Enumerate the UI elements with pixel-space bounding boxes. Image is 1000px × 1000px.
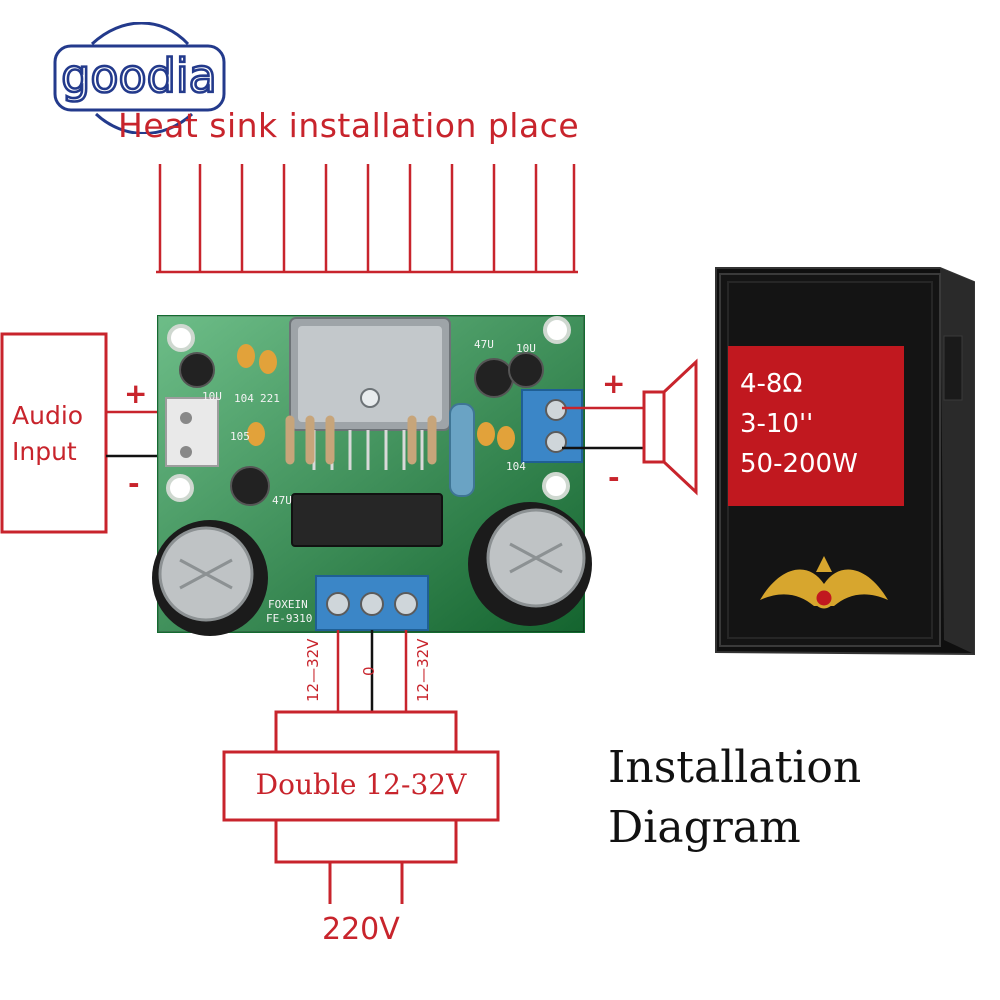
mains-voltage-label: 220V xyxy=(322,912,400,947)
power-label-left: 12—32V xyxy=(304,638,322,702)
audio-input-box xyxy=(0,332,108,534)
amplifier-board xyxy=(152,315,592,636)
audio-minus-sign: - xyxy=(128,467,140,500)
speaker-size: 3-10'' xyxy=(740,409,814,439)
speaker-specs: 4-8Ω 3-10'' 50-200W xyxy=(740,364,858,484)
cap-label-3: 221 xyxy=(260,392,280,405)
power-label-center: 0 xyxy=(360,666,378,676)
cap-label-4: 105 xyxy=(230,430,250,443)
heatsink-label: Heat sink installation place xyxy=(118,106,580,145)
transformer-label: Double 12-32V xyxy=(255,768,467,801)
board-brand: FOXEIN xyxy=(268,598,308,611)
cap-label-7: 10U xyxy=(516,342,536,355)
goodia-logo: goodia xyxy=(53,22,226,134)
cap-label-8: 104 xyxy=(506,460,526,473)
title-line2: Diagram xyxy=(608,802,801,853)
installation-diagram-title: Installation Diagram xyxy=(608,738,861,858)
board-model: FE-9310 xyxy=(266,612,313,625)
cap-label-2: 104 xyxy=(234,392,254,405)
audio-input-line2: Input xyxy=(12,437,77,466)
cap-label-6: 47U xyxy=(474,338,494,351)
audio-input-label: Audio Input xyxy=(12,398,108,470)
speaker-plus-sign: + xyxy=(602,367,626,400)
heatsink-fins xyxy=(156,164,578,274)
cap-label-1: 10U xyxy=(202,390,222,403)
speaker-minus-sign: - xyxy=(608,461,620,494)
power-label-right: 12—32V xyxy=(414,638,432,702)
speaker-emblem xyxy=(760,556,888,609)
speaker-symbol xyxy=(642,358,698,496)
audio-plus-sign: + xyxy=(124,377,148,410)
audio-input-line1: Audio xyxy=(12,401,84,430)
speaker-power: 50-200W xyxy=(740,449,858,479)
transformer xyxy=(222,710,500,904)
title-line1: Installation xyxy=(608,742,862,793)
speaker-impedance: 4-8Ω xyxy=(740,369,803,399)
cap-label-5: 47U xyxy=(272,494,292,507)
logo-text: goodia xyxy=(61,49,217,103)
speaker-cabinet xyxy=(715,267,975,656)
